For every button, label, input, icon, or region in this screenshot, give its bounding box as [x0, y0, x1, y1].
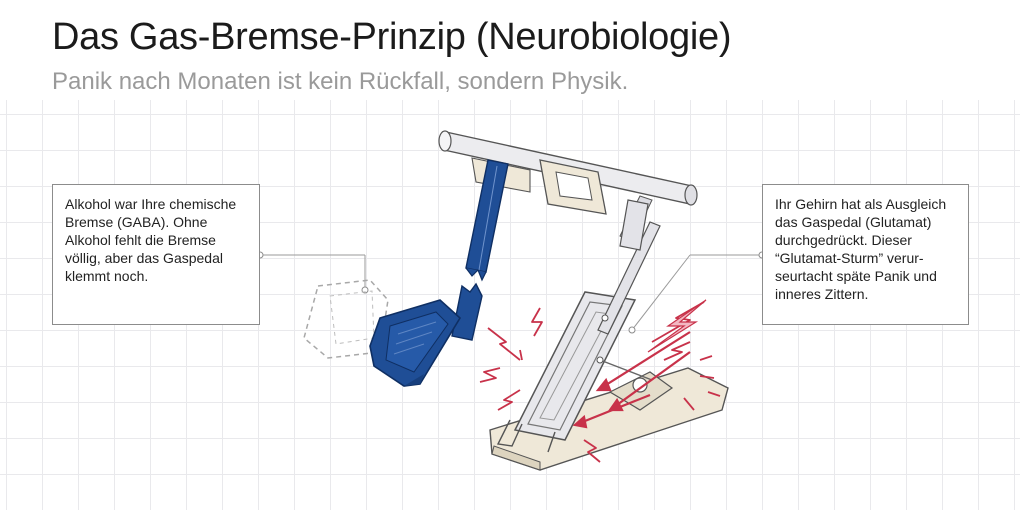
callout-leader-right [628, 251, 766, 334]
callout-brake-gaba: Alkohol war Ihre chemische Bremse (GABA)… [52, 184, 260, 325]
lightning-bolt-icon-filled [647, 299, 707, 353]
page-subtitle: Panik nach Monaten ist kein Rückfall, so… [52, 68, 629, 95]
callout-gas-glutamate: Ihr Gehirn hat als Ausgleich das Gaspeda… [762, 184, 969, 325]
brake-pedal-broken [369, 159, 509, 387]
lightning-bolt-icon [479, 301, 721, 463]
callout-leader-left [256, 251, 369, 294]
page-title: Das Gas-Bremse-Prinzip (Neurobiologie) [52, 16, 732, 58]
stress-arrows [572, 331, 691, 429]
gas-pedal [489, 195, 729, 471]
